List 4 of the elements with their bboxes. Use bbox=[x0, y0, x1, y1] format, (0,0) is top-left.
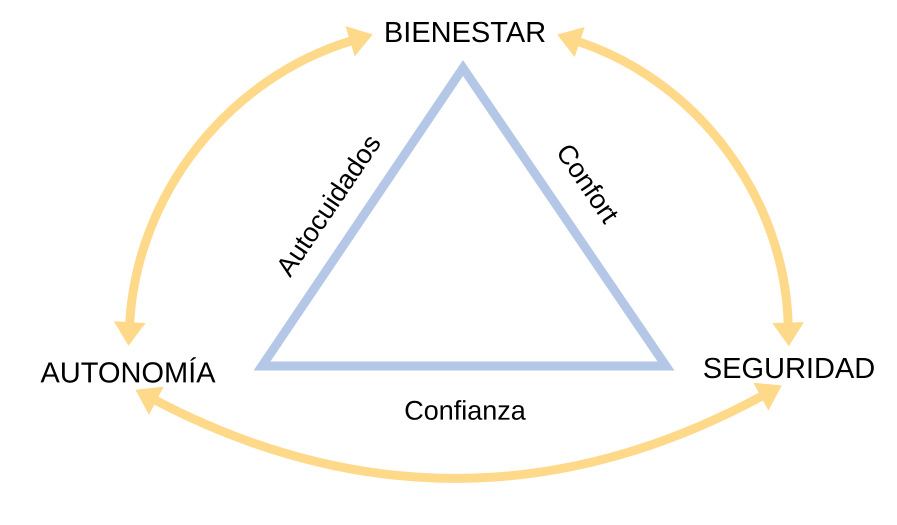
concept-label: SEGURIDAD bbox=[704, 358, 874, 378]
concept-label: AUTONOMÍA bbox=[40, 357, 216, 383]
concept-label: BIENESTAR bbox=[386, 22, 545, 42]
side-label: Confianza bbox=[406, 400, 526, 420]
